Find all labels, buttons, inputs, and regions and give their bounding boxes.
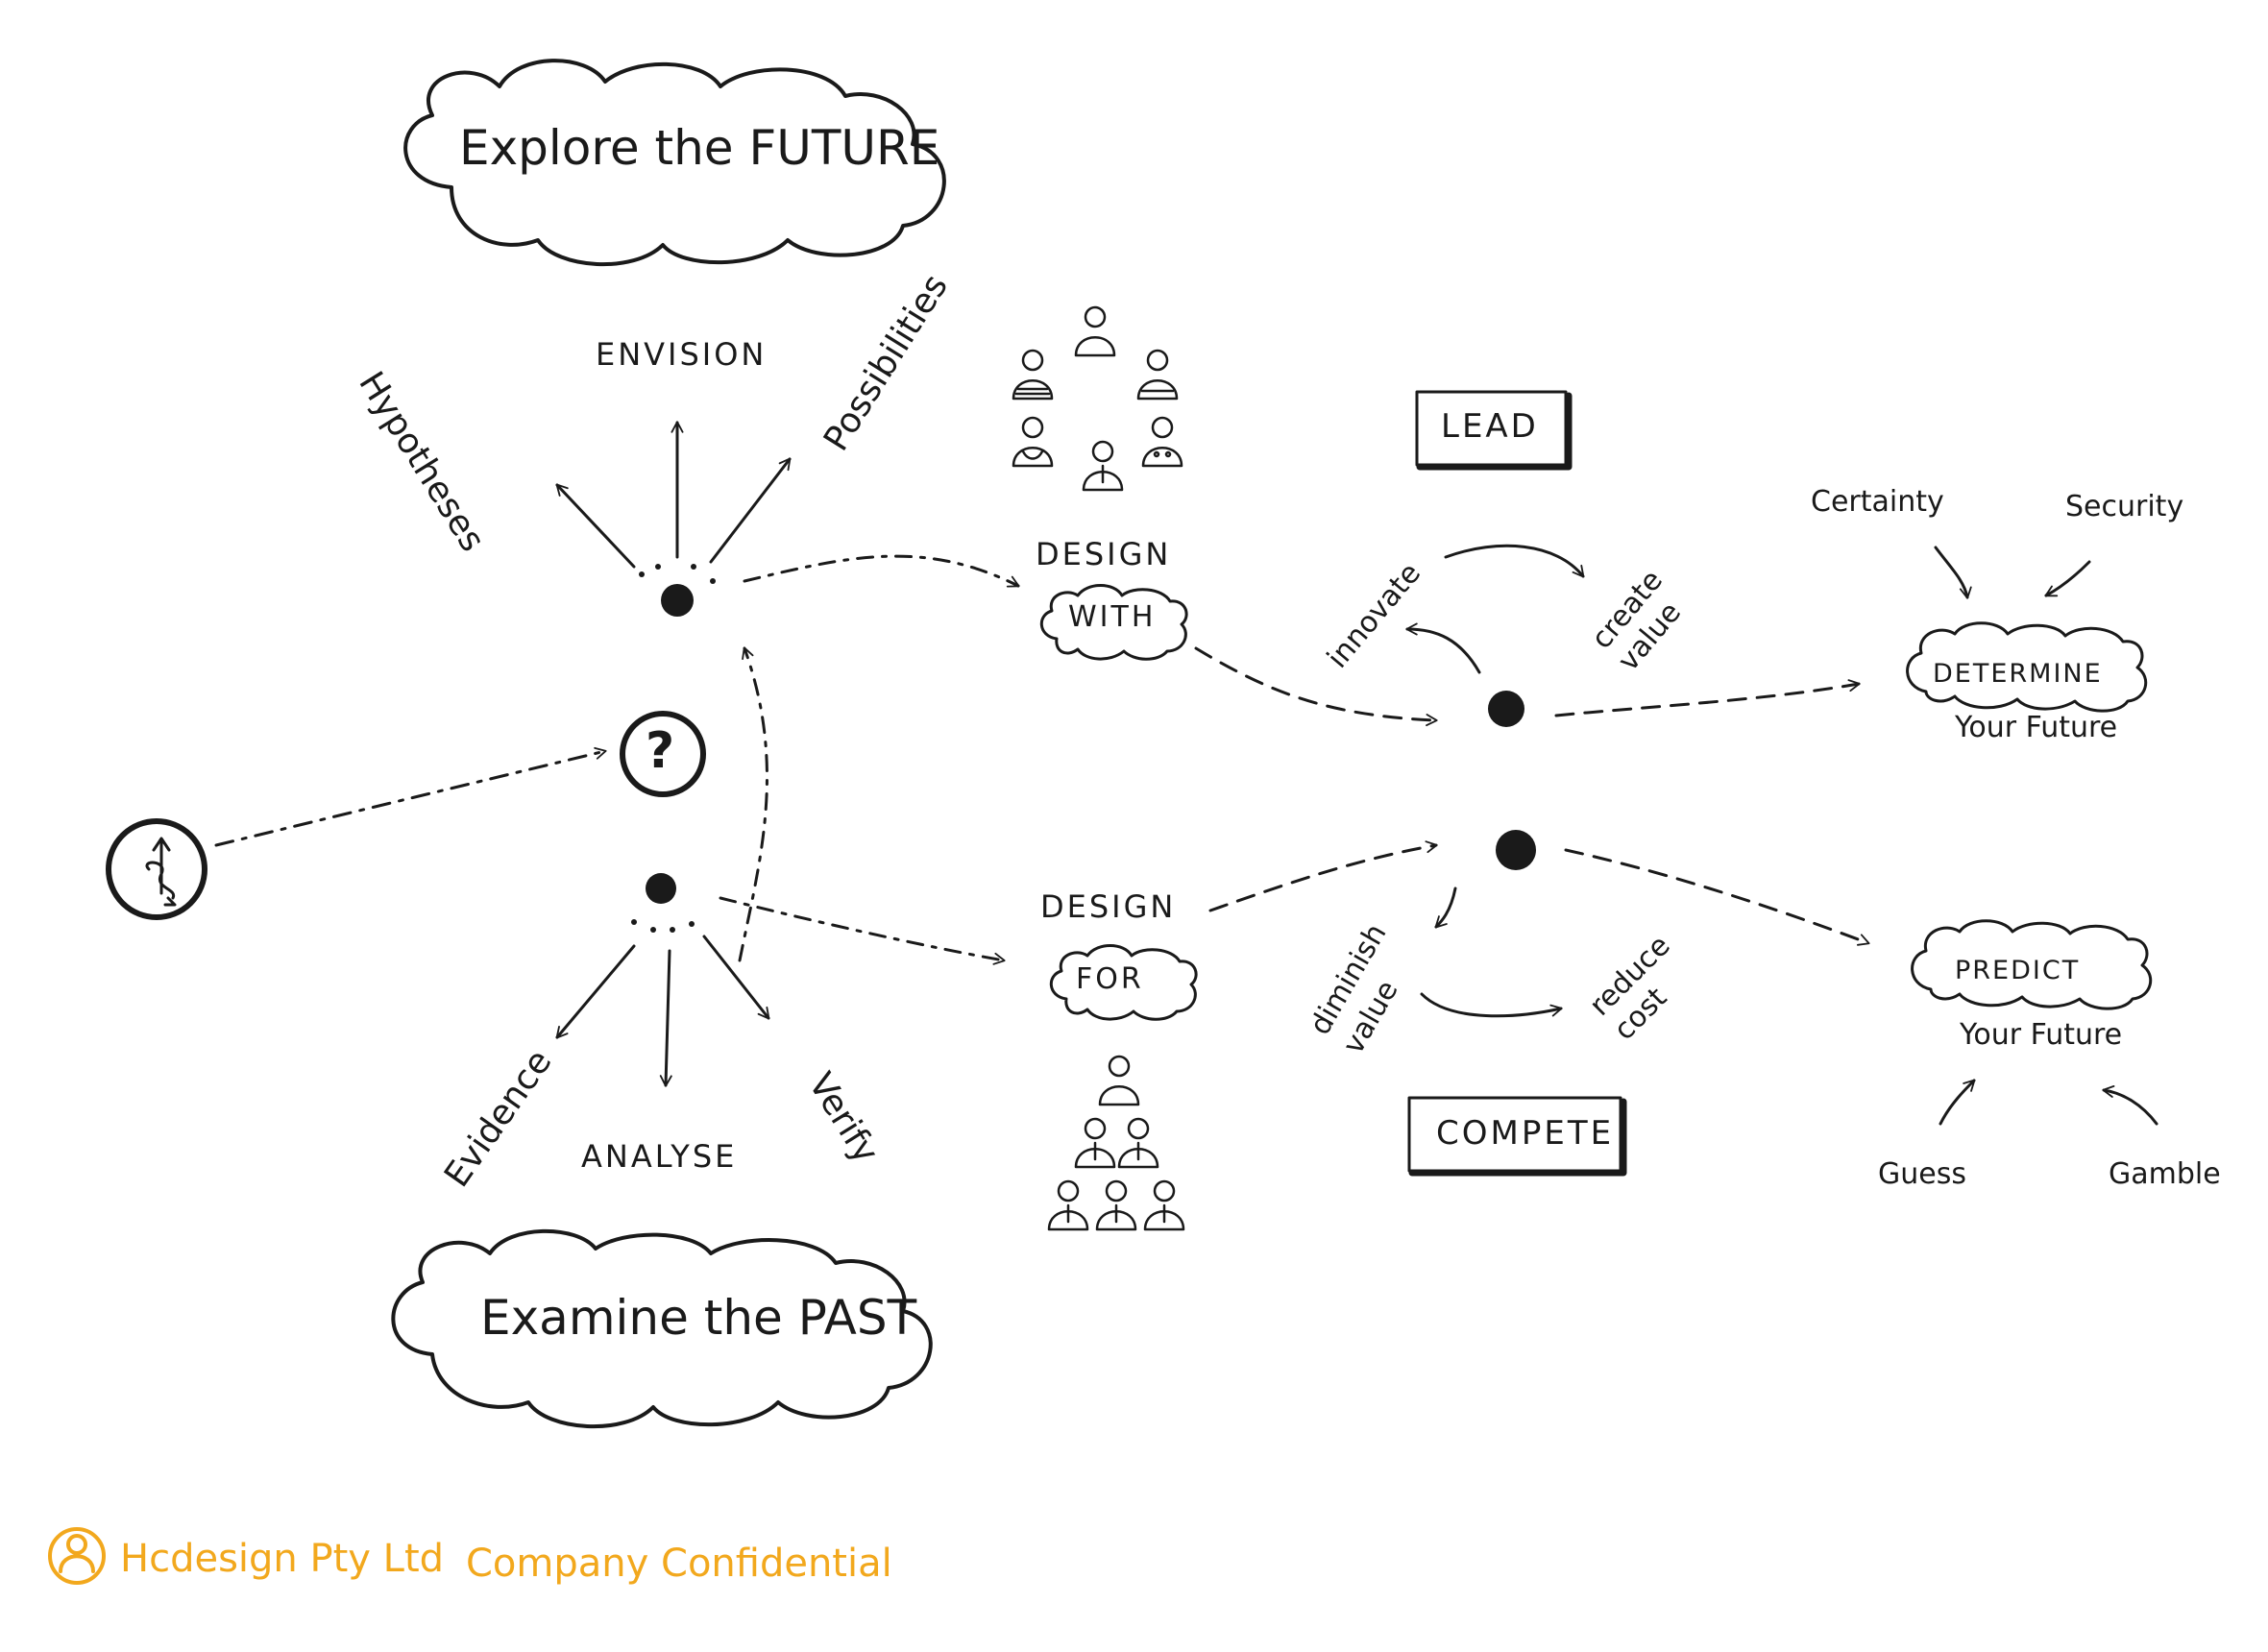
footer-confidential: Company Confidential [466, 1542, 892, 1586]
design-with-title: DESIGN [1036, 536, 1172, 572]
examine-past-cloud [391, 1228, 933, 1429]
people-circle-icon [1012, 305, 1183, 492]
design-for-title: DESIGN [1040, 888, 1177, 925]
guess-label: Guess [1878, 1157, 1966, 1191]
envision-label: ENVISION [596, 336, 768, 373]
footer-company: Hcdesign Pty Ltd [120, 1537, 445, 1581]
explore-future-cloud [403, 59, 946, 267]
compete-node [1496, 830, 1536, 870]
predict-sub-label: Your Future [1960, 1018, 2123, 1052]
security-label: Security [2065, 490, 2184, 523]
design-for-cloud-label: FOR [1076, 962, 1144, 996]
people-pyramid-icon [1047, 1055, 1185, 1231]
determine-sub-label: Your Future [1955, 711, 2118, 744]
upper-hub-node [661, 584, 694, 617]
lower-hub-node [646, 873, 676, 904]
lead-node [1488, 691, 1524, 727]
question-label: ? [646, 722, 675, 780]
gamble-label: Gamble [2109, 1157, 2221, 1191]
lead-label: LEAD [1441, 407, 1539, 446]
swirl-icon [145, 837, 177, 907]
compete-label: COMPETE [1436, 1114, 1615, 1153]
examine-past-label: Examine the PAST [480, 1290, 917, 1346]
analyse-label: ANALYSE [581, 1138, 738, 1175]
determine-label: DETERMINE [1933, 659, 2103, 689]
for-cloud [1049, 944, 1198, 1021]
start-circle [106, 818, 207, 920]
predict-cloud [1911, 919, 2153, 1010]
design-with-cloud-label: WITH [1068, 600, 1157, 634]
company-logo-icon [48, 1527, 106, 1585]
certainty-label: Certainty [1811, 485, 1944, 519]
determine-cloud [1906, 621, 2148, 713]
explore-future-label: Explore the FUTURE [459, 120, 940, 176]
with-cloud [1039, 584, 1188, 661]
predict-label: PREDICT [1955, 956, 2081, 985]
question-circle [620, 711, 706, 797]
